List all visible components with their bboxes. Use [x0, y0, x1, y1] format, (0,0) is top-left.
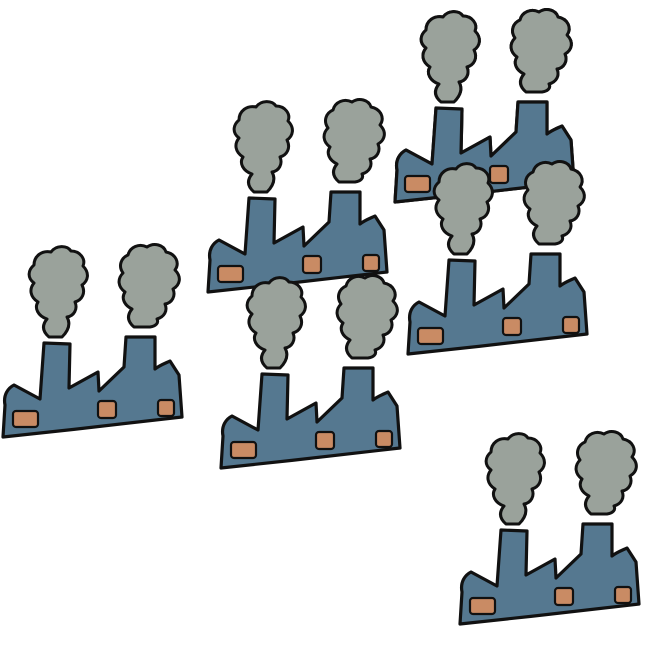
factory-icon	[1, 242, 184, 439]
factory-icon	[458, 429, 641, 626]
factory-icon	[206, 97, 389, 294]
factory-icon	[219, 273, 402, 470]
